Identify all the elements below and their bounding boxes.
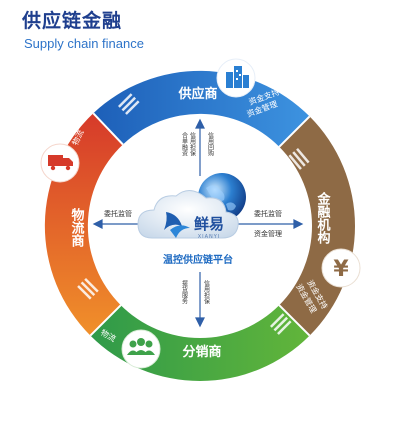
right-connector-label-2: 资金管理 xyxy=(254,229,282,238)
people-icon xyxy=(121,329,161,369)
bottom-connector-label-1: 信用担保 xyxy=(203,279,210,305)
left-connector-label-1: 委托监管 xyxy=(104,209,132,218)
label-supplier: 供应商 xyxy=(177,86,217,102)
chevron-icon xyxy=(288,148,310,170)
label-distributor: 分销商 xyxy=(182,344,221,360)
yen-icon: ¥ xyxy=(321,248,361,288)
brand-mark-icon xyxy=(164,212,190,238)
svg-text:¥: ¥ xyxy=(333,257,349,282)
chevron-icon xyxy=(77,278,99,300)
building-icon xyxy=(216,58,256,98)
label-logistics-company: 物流商 xyxy=(69,207,85,248)
truck-icon xyxy=(40,143,80,183)
page-subtitle: Supply chain finance xyxy=(24,36,144,51)
top-connector-label-3: 信用担保 xyxy=(189,131,196,157)
cloud-logo xyxy=(137,190,239,239)
brand-name: 鲜易 xyxy=(194,215,224,233)
bottom-connector-label-2: 提货服务 xyxy=(181,279,188,305)
right-connector-label-1: 委托监管 xyxy=(254,209,282,218)
platform-name: 温控供应链平台 xyxy=(163,253,233,266)
label-finance: 金融机构 xyxy=(315,191,332,245)
page-title: 供应链金融 xyxy=(22,10,123,32)
chevron-icon xyxy=(118,93,140,115)
chevron-icon xyxy=(270,313,292,335)
ring-segment-supplier xyxy=(93,70,310,147)
brand-sub: XIANYI xyxy=(198,234,221,240)
top-connector-label-2: 合单融资 xyxy=(181,131,188,157)
ring-separators xyxy=(89,112,311,337)
top-connector-label-1: 信用回购 xyxy=(207,131,214,157)
chevron-arrows xyxy=(77,93,310,335)
